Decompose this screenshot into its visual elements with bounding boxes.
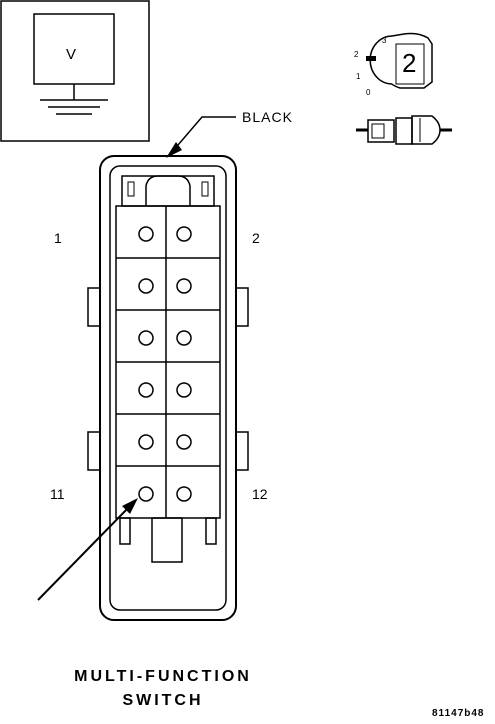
- pin-label-12: 12: [252, 486, 268, 502]
- ignition-pos-1: 1: [356, 72, 361, 81]
- caption-line-2: SWITCH: [122, 692, 204, 709]
- pin-cavity-6: [176, 330, 192, 346]
- pin-cavity-10: [176, 434, 192, 450]
- pin-cavity-3: [138, 278, 154, 294]
- voltmeter-symbol: V: [66, 46, 77, 63]
- figure-id: 81147b48: [432, 708, 485, 719]
- pin-grid: [116, 226, 220, 502]
- pin-cavity-9: [138, 434, 154, 450]
- ignition-selected-position: 2: [402, 48, 417, 78]
- connector-body: [87, 155, 249, 621]
- connector-color-label: BLACK: [242, 109, 293, 125]
- ignition-key-icon: [366, 32, 433, 89]
- pin-label-2: 2: [252, 230, 260, 246]
- voltmeter-icon: [0, 0, 150, 142]
- connector-side-icon: [356, 115, 452, 145]
- caption-line-1: MULTI-FUNCTION: [74, 668, 252, 685]
- pin-cavity-4: [176, 278, 192, 294]
- ignition-pos-0: 0: [366, 88, 371, 97]
- ignition-pos-2: 2: [354, 50, 359, 59]
- probe-arrow: [37, 498, 138, 601]
- color-leader-line: [166, 116, 236, 158]
- pin-cavity-12: [176, 486, 192, 502]
- pin-cavity-7: [138, 382, 154, 398]
- pin-cavity-1: [138, 226, 154, 242]
- pin-label-11: 11: [50, 486, 65, 502]
- pin-cavity-11: [138, 486, 154, 502]
- pin-cavity-8: [176, 382, 192, 398]
- pin-label-1: 1: [54, 230, 62, 246]
- pin-cavity-5: [138, 330, 154, 346]
- pin-cavity-2: [176, 226, 192, 242]
- ignition-pos-3: 3: [382, 36, 387, 45]
